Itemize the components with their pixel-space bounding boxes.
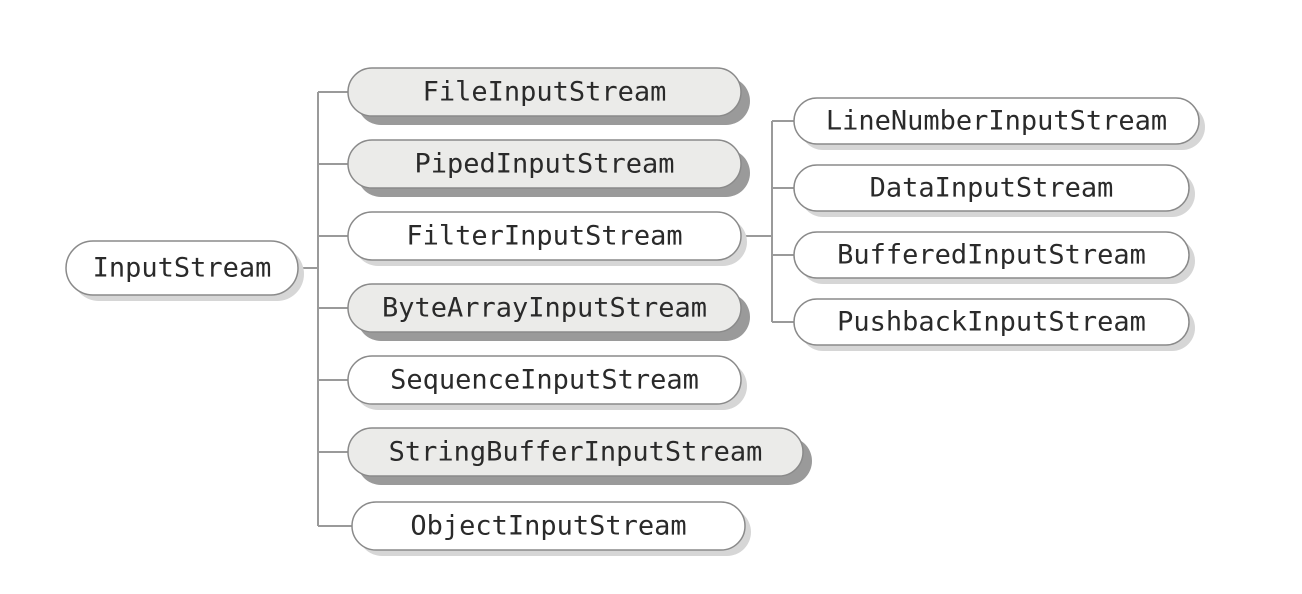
node-label: PushbackInputStream	[837, 307, 1146, 338]
node-label: StringBufferInputStream	[389, 437, 763, 468]
node-box	[347, 283, 742, 333]
node-box	[347, 67, 742, 117]
node-label: ObjectInputStream	[410, 511, 686, 542]
node-box	[347, 211, 742, 261]
node-sequence-input-stream: SequenceInputStream	[347, 355, 747, 410]
node-line-number-input-stream: LineNumberInputStream	[793, 97, 1205, 150]
connector-lines	[298, 91, 794, 527]
node-string-buffer-input-stream: StringBufferInputStream	[347, 427, 812, 485]
node-buffered-input-stream: BufferedInputStream	[793, 231, 1195, 284]
node-label: FilterInputStream	[406, 221, 682, 252]
node-label: PipedInputStream	[414, 149, 674, 180]
node-box	[793, 231, 1190, 279]
node-box	[351, 501, 746, 551]
node-label: FileInputStream	[423, 77, 667, 108]
node-file-input-stream: FileInputStream	[347, 67, 750, 125]
node-label: DataInputStream	[870, 173, 1114, 204]
node-label: LineNumberInputStream	[826, 106, 1167, 137]
node-box	[347, 139, 742, 189]
node-box	[793, 164, 1190, 212]
node-byte-array-input-stream: ByteArrayInputStream	[347, 283, 750, 341]
node-label: BufferedInputStream	[837, 240, 1146, 271]
node-label: SequenceInputStream	[390, 365, 699, 396]
node-piped-input-stream: PipedInputStream	[347, 139, 750, 197]
node-object-input-stream: ObjectInputStream	[351, 501, 751, 556]
node-box	[793, 298, 1190, 346]
node-box	[347, 427, 804, 477]
node-data-input-stream: DataInputStream	[793, 164, 1195, 217]
node-input-stream: InputStream	[65, 240, 304, 301]
node-pushback-input-stream: PushbackInputStream	[793, 298, 1195, 351]
node-box	[347, 355, 742, 405]
node-label: ByteArrayInputStream	[382, 293, 707, 324]
node-label: InputStream	[93, 253, 272, 284]
node-filter-input-stream: FilterInputStream	[347, 211, 747, 266]
class-nodes: InputStream FileInputStreamPipedInputStre…	[65, 67, 1205, 556]
node-box	[793, 97, 1200, 145]
node-box	[65, 240, 299, 296]
